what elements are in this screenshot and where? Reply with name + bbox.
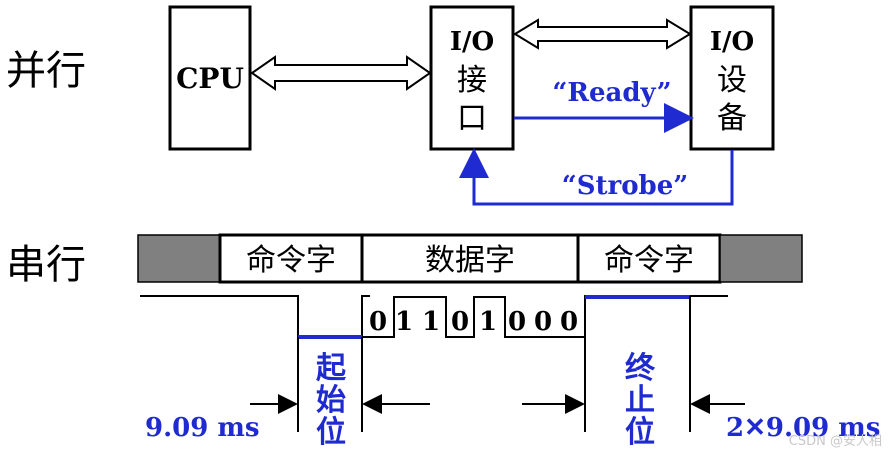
data-bit: 1 — [395, 307, 413, 337]
data-bit: 0 — [369, 307, 387, 337]
frame-command-field-1 — [218, 233, 364, 284]
serial-label: 串行 — [6, 242, 86, 288]
ready-signal-label: “Ready” — [552, 78, 671, 108]
stop-bit-char: 终 — [625, 351, 656, 386]
data-bit: 0 — [508, 307, 526, 337]
frame-field-label: 命令字 — [604, 243, 694, 278]
parallel-label: 并行 — [6, 48, 86, 94]
start-bit-duration: 9.09 ms — [145, 413, 260, 443]
data-bit: 1 — [479, 307, 497, 337]
waveform-start-segment — [140, 295, 370, 338]
frame-field-label: 命令字 — [246, 243, 336, 278]
start-bit-char: 起 — [316, 351, 347, 386]
io-device-line2: 设 — [717, 63, 747, 98]
interface-device-bus-arrow — [513, 18, 692, 50]
data-bit: 1 — [422, 307, 440, 337]
stop-bit-char: 止 — [625, 383, 655, 418]
strobe-signal-label: “Strobe” — [562, 171, 688, 201]
strobe-signal-arrow — [459, 148, 734, 206]
data-bit: 0 — [560, 307, 578, 337]
io-interface-line1: I/O — [450, 27, 494, 57]
stop-bit-char: 位 — [625, 415, 655, 450]
start-bit-char: 位 — [316, 415, 346, 450]
stop-bit-duration: 2✕9.09 ms — [726, 413, 880, 443]
frame-command-field-2 — [576, 233, 722, 284]
cpu-interface-bus-arrow — [250, 55, 432, 91]
data-bit: 0 — [451, 307, 469, 337]
watermark: CSDN @安人相 — [789, 434, 882, 449]
io-device-box — [689, 5, 775, 151]
io-interface-box — [429, 5, 515, 151]
io-device-line3: 备 — [717, 101, 747, 136]
cpu-label: CPU — [176, 62, 244, 95]
cpu-box — [168, 5, 252, 151]
io-interface-line2: 接 — [457, 63, 487, 98]
frame-idle-right — [719, 234, 803, 283]
start-bit-char: 始 — [316, 383, 346, 418]
frame-idle-left — [137, 234, 221, 283]
data-bit: 0 — [534, 307, 552, 337]
frame-field-label: 数据字 — [425, 243, 515, 278]
io-device-line1: I/O — [710, 27, 754, 57]
io-interface-line3: 口 — [457, 101, 487, 136]
